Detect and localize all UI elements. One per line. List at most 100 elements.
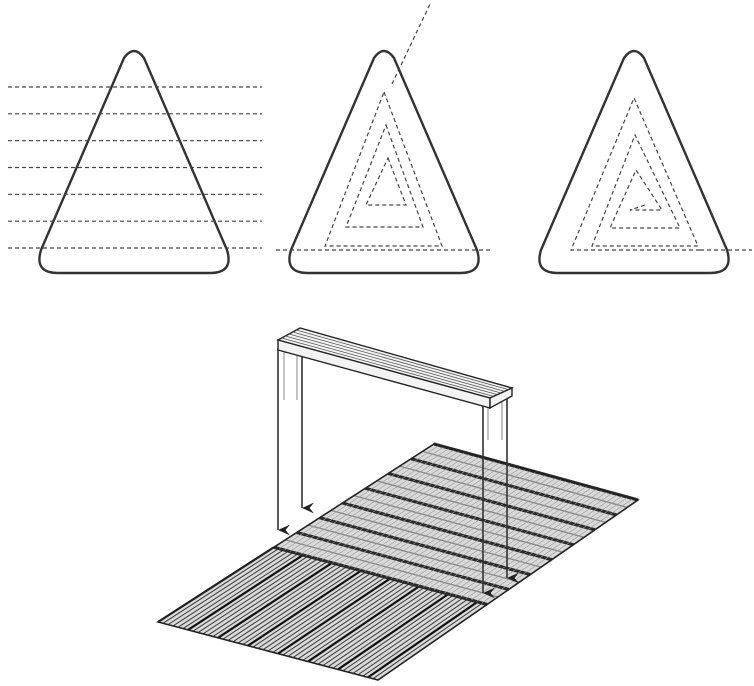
hatch-stripe (332, 592, 444, 669)
hatch-stripe (322, 589, 435, 666)
hatch-stripe (362, 600, 473, 677)
hatch-stripe (347, 596, 459, 673)
hatch-stripe (385, 473, 542, 578)
hatch-stripe (257, 572, 372, 649)
hatch-stripe (357, 598, 469, 676)
raster-scan-panel (8, 49, 262, 275)
hatch-stripe (327, 457, 486, 562)
hatch-stripe (412, 480, 567, 585)
hatch-stripe (372, 602, 483, 680)
hatch-stripe (167, 549, 284, 626)
layer-plate-edge (156, 443, 640, 681)
scanner-head (276, 327, 515, 410)
hatch-stripe (444, 488, 598, 594)
hatch-stripe (302, 584, 415, 661)
hatch-stripe (316, 454, 475, 559)
hatch-stripe (375, 470, 532, 575)
hatch-stripe (401, 477, 557, 582)
scanner-head-stripe (285, 335, 498, 396)
hatch-stripe (460, 492, 613, 598)
hatch-stripe (202, 558, 318, 635)
hatch-stripe (332, 459, 491, 564)
hatch-stripe (311, 453, 470, 558)
hatch-stripe (307, 585, 420, 663)
hatch-stripe (232, 566, 347, 643)
hatch-stripe (292, 581, 406, 659)
hatch-stripe (433, 485, 588, 591)
hatch-stripe (247, 569, 362, 647)
hatch-stripe (279, 445, 440, 549)
hatch-stripe (300, 450, 460, 555)
hatch-stripe (327, 590, 440, 668)
hatch-stripe (471, 495, 623, 601)
hatch-stripe (348, 463, 506, 568)
hatch-stripe (423, 482, 577, 588)
hatch-stripe (312, 587, 425, 664)
hatch-stripe (359, 466, 516, 571)
hatch-stripe (262, 574, 376, 651)
hatch-stripe (391, 474, 547, 579)
scanner-head-stripe (296, 329, 509, 391)
hatch-stripe (237, 567, 352, 644)
scanned-layer (156, 442, 640, 681)
hatch-stripe (287, 580, 401, 657)
hatch-stripe (353, 464, 511, 569)
hatch-stripe (342, 594, 454, 672)
laser-beams (277, 348, 519, 599)
hatch-stripe (227, 565, 343, 641)
hatch-stripe (197, 557, 313, 633)
hatch-stripe (217, 561, 333, 639)
contour-scan-panel (276, 1, 490, 275)
hatch-stripe (162, 548, 280, 624)
hatch-stripe (407, 478, 562, 584)
hatch-stripe (282, 579, 396, 656)
hatch-stripe (439, 487, 593, 592)
contour-scan-path (324, 90, 443, 247)
hatch-stripe (177, 552, 294, 628)
hatch-stripe (428, 484, 583, 589)
part-outline (38, 49, 230, 275)
scanner-head-stripe (281, 337, 494, 397)
hatch-stripe (182, 553, 299, 630)
hatch-stripe (192, 555, 309, 632)
hatch-stripe (396, 475, 552, 581)
hatch-stripe (481, 498, 634, 604)
hatch-stripe (284, 446, 445, 551)
hatch-stripe (343, 461, 501, 567)
scanner-head-stripe (288, 333, 502, 394)
hatch-stripe (242, 568, 357, 645)
hatch-stripe (476, 496, 628, 602)
scanner-head-top (276, 327, 515, 399)
hatch-stripe (207, 559, 323, 636)
part-outline (288, 49, 480, 275)
hatch-stripe (212, 561, 328, 637)
hatch-stripe (321, 456, 481, 561)
scanner-head-stripe (292, 331, 505, 392)
hatch-stripe (417, 481, 572, 587)
hatch-stripe (187, 554, 304, 631)
hatch-stripe (295, 449, 455, 554)
contour-scan-path (345, 123, 424, 228)
hatch-stripe (337, 460, 496, 565)
hatch-stripe (252, 571, 367, 648)
hatch-stripe (465, 494, 618, 599)
hatch-stripe (267, 575, 381, 652)
hatch-stripe (337, 593, 450, 671)
hatch-stripe (352, 597, 464, 674)
contour-scan-paths (324, 90, 443, 247)
hatch-stripe (367, 600, 479, 679)
spiral-scan-panel (538, 49, 752, 275)
part-outline (538, 49, 730, 275)
hatch-stripe (364, 467, 521, 572)
scanner-head-texture (281, 329, 509, 397)
contour-entry-line (391, 1, 432, 85)
hatch-stripe (172, 550, 289, 627)
hatch-stripe (277, 577, 391, 655)
hatch-stripe (305, 452, 465, 557)
hatch-stripe (297, 583, 410, 660)
hatch-stripe (449, 489, 603, 595)
hatch-stripe (380, 471, 537, 577)
hatch-stripe (455, 491, 608, 597)
hatch-stripe (317, 588, 430, 665)
